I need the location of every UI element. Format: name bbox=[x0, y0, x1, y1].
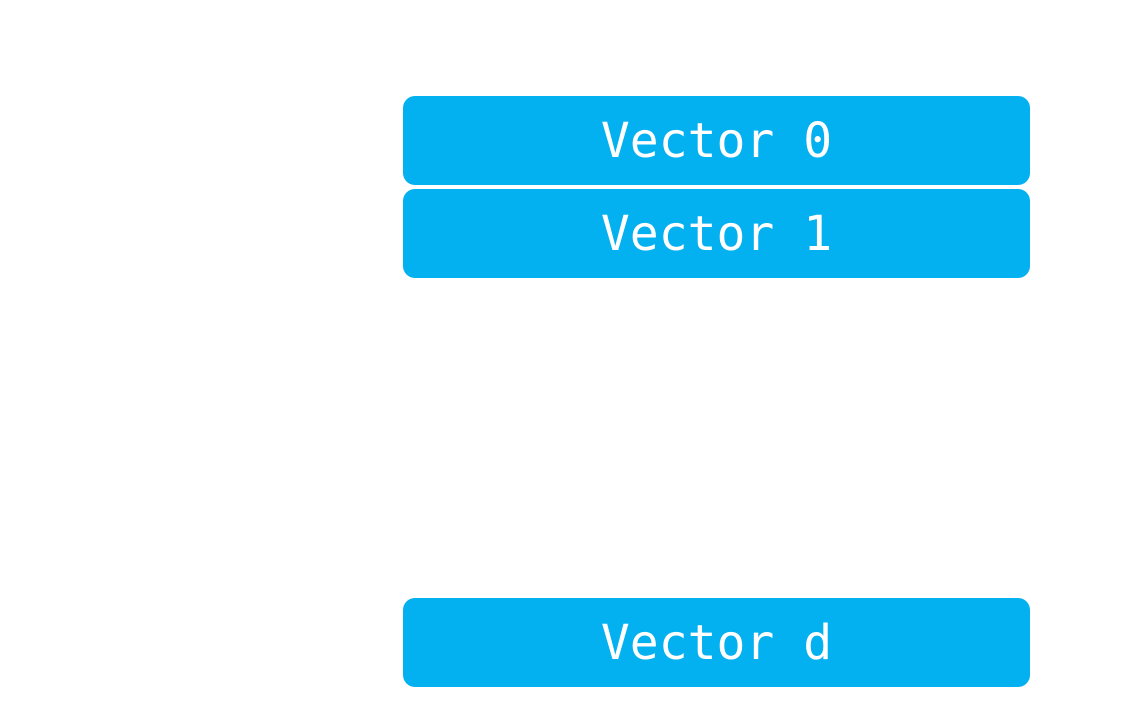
vector-box-0: Vector 0 bbox=[403, 96, 1030, 185]
vector-box-1: Vector 1 bbox=[403, 189, 1030, 278]
vector-box-d: Vector d bbox=[403, 598, 1030, 687]
